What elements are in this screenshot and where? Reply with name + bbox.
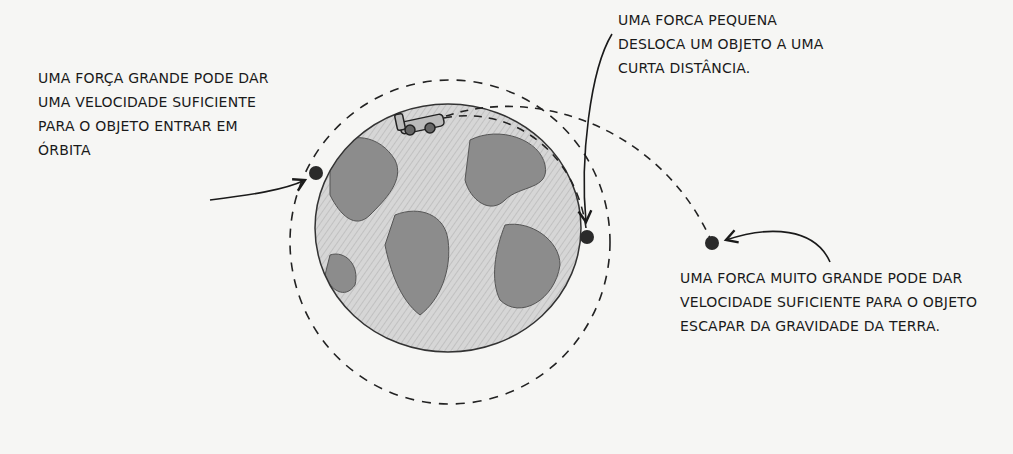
falling-object: [580, 230, 594, 244]
leader-arrow: [726, 231, 830, 262]
callout-note: UMA FORCA MUITO GRANDE PODE DAR VELOCIDA…: [680, 266, 1002, 338]
callout-note: UMA FORÇA GRANDE PODE DAR UMA VELOCIDADE…: [38, 66, 270, 162]
orbiting-object: [309, 166, 323, 180]
leader-arrow: [210, 180, 305, 200]
escaping-object: [705, 236, 719, 250]
earth-globe: [315, 104, 581, 352]
escape-trajectory: [446, 106, 710, 238]
leader-arrow: [584, 34, 612, 222]
cannon: [394, 113, 444, 135]
short-trajectory: [444, 116, 586, 228]
orbit-path: [290, 80, 610, 404]
callout-note: UMA FORCA PEQUENA DESLOCA UM OBJETO A UM…: [618, 8, 833, 80]
continents: [325, 134, 560, 315]
